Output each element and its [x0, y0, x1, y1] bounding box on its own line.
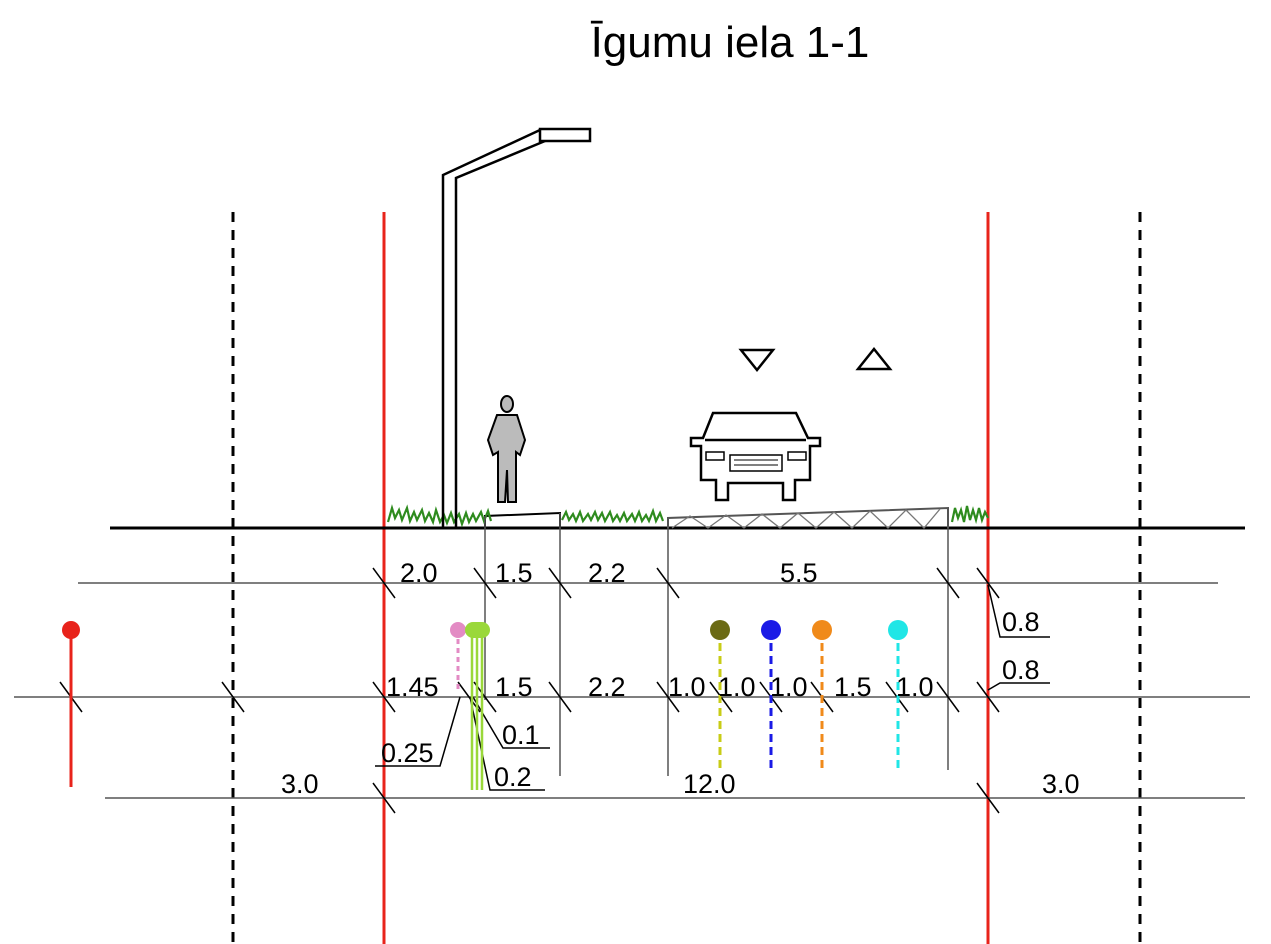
sidewalk-slab — [484, 511, 561, 528]
dim-row3-right: 3.0 — [1042, 769, 1080, 799]
utility-left-red — [62, 621, 80, 787]
dim-utility-c: 0.2 — [494, 762, 532, 792]
dim-row2-i: 0.8 — [1002, 655, 1040, 685]
dim-row3-left: 3.0 — [281, 769, 319, 799]
street-light-icon — [441, 127, 592, 528]
pedestrian-icon — [486, 395, 527, 503]
extension-lines — [484, 508, 949, 776]
utility-lime-bundle — [465, 622, 490, 790]
utility-blue — [761, 620, 781, 770]
dim-row2-g: 1.5 — [834, 672, 872, 702]
drawing-title: Īgumu iela 1-1 — [590, 18, 870, 67]
dim-row2-a: 1.45 — [386, 672, 439, 702]
dim-utility-a: 0.1 — [502, 720, 540, 750]
utility-olive — [710, 620, 730, 770]
dim-row1-b: 1.5 — [495, 558, 533, 588]
dim-row2-b: 1.5 — [495, 672, 533, 702]
dim-row1-c: 2.2 — [588, 558, 626, 588]
dim-utility-b: 0.25 — [381, 738, 434, 768]
dim-row1-e: 0.8 — [1002, 607, 1040, 637]
dim-row1-d: 5.5 — [780, 558, 818, 588]
utility-pink — [450, 622, 466, 690]
carriageway — [667, 506, 949, 529]
dim-row2-e: 1.0 — [718, 672, 756, 702]
grass-strip-right — [950, 505, 989, 525]
grass-strip-left — [386, 504, 493, 528]
utility-cyan — [888, 620, 908, 770]
dim-row3-mid: 12.0 — [683, 769, 736, 799]
triangle-up-icon — [855, 346, 893, 371]
dim-row2-d: 1.0 — [668, 672, 706, 702]
dim-row2-f: 1.0 — [770, 672, 808, 702]
triangle-down-icon — [738, 348, 776, 373]
utility-orange — [812, 620, 832, 770]
dim-row1-a: 2.0 — [400, 558, 438, 588]
grass-strip-middle — [561, 507, 665, 524]
tick-marks — [59, 567, 1000, 814]
dim-row2-h: 1.0 — [896, 672, 934, 702]
car-icon — [689, 411, 822, 502]
dim-row2-c: 2.2 — [588, 672, 626, 702]
